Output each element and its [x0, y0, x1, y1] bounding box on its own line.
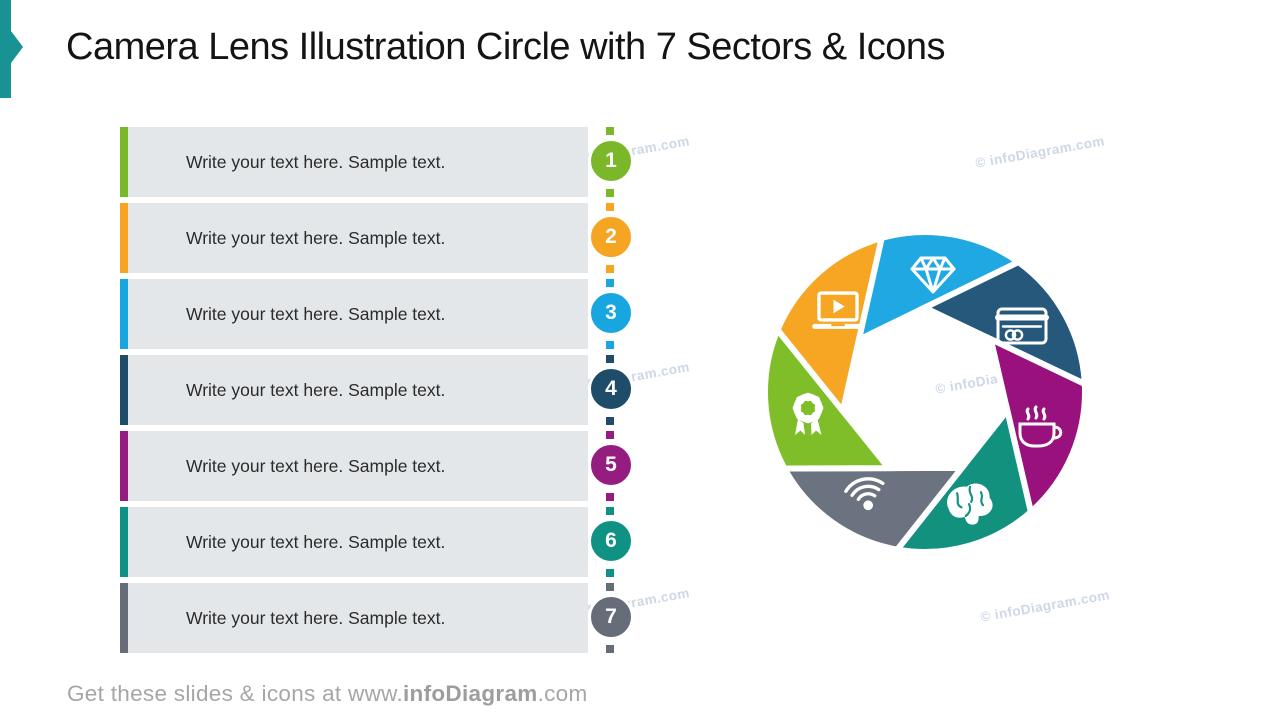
list-item[interactable]: Write your text here. Sample text. 1 [120, 127, 636, 197]
list-item-text: Write your text here. Sample text. [186, 228, 446, 248]
list-item-text: Write your text here. Sample text. [186, 532, 446, 552]
aperture-blade-coffee-cup[interactable] [986, 333, 1088, 518]
aperture-blades [762, 229, 1089, 555]
list-item[interactable]: Write your text here. Sample text. 6 [120, 507, 636, 577]
watermark-text: © infoDiagram.com [974, 133, 1106, 171]
dotted-connector-bottom [606, 265, 614, 273]
number-badge[interactable]: 7 [588, 594, 634, 640]
list-item-bar: Write your text here. Sample text. [120, 583, 588, 653]
credit-card-icon [995, 307, 1049, 345]
list-item-text: Write your text here. Sample text. [186, 304, 446, 324]
laptop-video-icon [812, 291, 864, 329]
footer-suffix: .com [537, 681, 588, 706]
list-item-bar: Write your text here. Sample text. [120, 507, 588, 577]
dotted-connector-bottom [606, 189, 614, 197]
number-badge[interactable]: 1 [588, 138, 634, 184]
dotted-connector-bottom [606, 569, 614, 577]
brain-icon [947, 483, 993, 525]
aperture-blade-wifi[interactable] [779, 464, 969, 553]
coffee-cup-icon [1018, 405, 1063, 448]
dotted-connector-top [606, 507, 614, 515]
dotted-connector-top [606, 127, 614, 135]
footer-prefix: Get these slides & icons at www. [67, 681, 403, 706]
aperture-blade-brain[interactable] [891, 403, 1035, 555]
dotted-connector-bottom [606, 341, 614, 349]
footer-promo-text: Get these slides & icons at www.infoDiag… [67, 681, 588, 707]
award-badge-icon [792, 392, 824, 435]
footer-brand: infoDiagram [403, 681, 538, 706]
dotted-connector-top [606, 279, 614, 287]
wifi-icon [844, 477, 885, 511]
list-item-bar: Write your text here. Sample text. [120, 127, 588, 197]
camera-lens-diagram[interactable] [760, 227, 1090, 557]
slide-accent-chevron [0, 0, 23, 98]
list-item-bar: Write your text here. Sample text. [120, 203, 588, 273]
diamond-icon [910, 256, 956, 294]
aperture-blade-credit-card[interactable] [917, 258, 1089, 389]
list-item-text: Write your text here. Sample text. [186, 456, 446, 476]
page-title: Camera Lens Illustration Circle with 7 S… [66, 26, 946, 68]
dotted-connector-bottom [606, 493, 614, 501]
list-item-bar: Write your text here. Sample text. [120, 279, 588, 349]
dotted-connector-top [606, 583, 614, 591]
list-item-bar: Write your text here. Sample text. [120, 355, 588, 425]
list-item[interactable]: Write your text here. Sample text. 4 [120, 355, 636, 425]
dotted-connector-top [606, 355, 614, 363]
number-badge[interactable]: 3 [588, 290, 634, 336]
list-item[interactable]: Write your text here. Sample text. 2 [120, 203, 636, 273]
number-badge[interactable]: 2 [588, 214, 634, 260]
dotted-connector-bottom [606, 645, 614, 653]
watermark-text: © infoDiagram.com [979, 587, 1111, 625]
list-item[interactable]: Write your text here. Sample text. 3 [120, 279, 636, 349]
number-badge[interactable]: 4 [588, 366, 634, 412]
list-item-text: Write your text here. Sample text. [186, 608, 446, 628]
dotted-connector-top [606, 203, 614, 211]
list-item[interactable]: Write your text here. Sample text. 7 [120, 583, 636, 653]
number-badge[interactable]: 6 [588, 518, 634, 564]
list-item-text: Write your text here. Sample text. [186, 152, 446, 172]
dotted-connector-top [606, 431, 614, 439]
list-item[interactable]: Write your text here. Sample text. 5 [120, 431, 636, 501]
dotted-connector-bottom [606, 417, 614, 425]
number-badge[interactable]: 5 [588, 442, 634, 488]
list-item-text: Write your text here. Sample text. [186, 380, 446, 400]
list-item-bar: Write your text here. Sample text. [120, 431, 588, 501]
